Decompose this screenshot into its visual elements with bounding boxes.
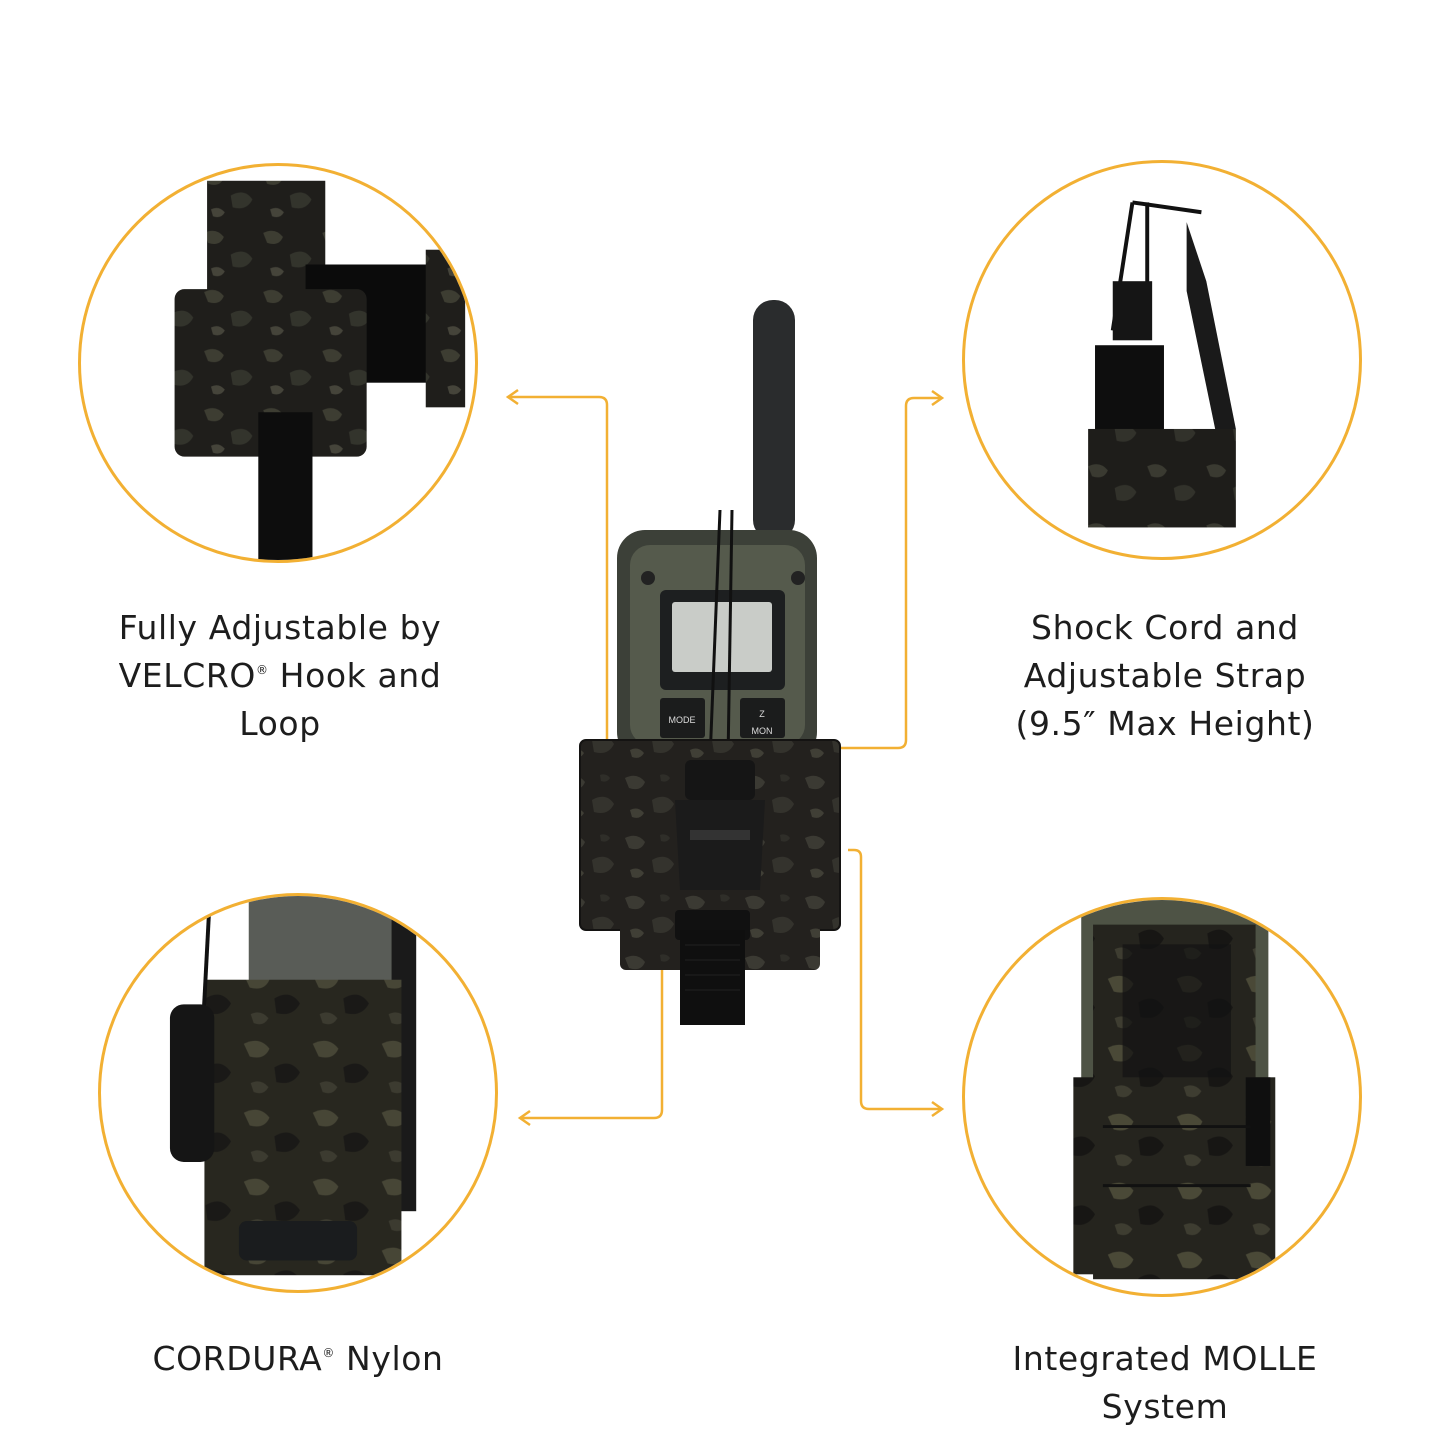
velcro-detail-circle [78, 163, 478, 563]
mon-button-label: MON [752, 726, 773, 736]
mon-button-top-label: Z [759, 709, 765, 719]
velcro-caption-line-3: Loop [239, 704, 321, 743]
molle-detail-circle [962, 897, 1362, 1297]
molle-detail-image [1073, 900, 1276, 1280]
shock-cord-caption-line-1: Shock Cord and [1031, 608, 1299, 647]
shock-cord-detail-circle [962, 160, 1362, 560]
velcro-caption-line-2-rest: Hook and [268, 656, 442, 695]
velcro-brand: VELCRO [118, 656, 256, 695]
velcro-detail-image [174, 180, 466, 560]
mode-button-label: MODE [669, 715, 696, 725]
cordura-caption-line-1: CORDURA® Nylon [98, 1335, 498, 1383]
velcro-caption: Fully Adjustable by VELCRO® Hook and Loo… [80, 604, 480, 748]
molle-caption-line-2: System [1101, 1387, 1229, 1426]
cordura-detail-image [169, 896, 417, 1276]
velcro-caption-line-2: VELCRO® Hook and [80, 652, 480, 700]
registered-mark: ® [255, 663, 269, 677]
cordura-caption-rest: Nylon [334, 1339, 444, 1378]
velcro-caption-line-1: Fully Adjustable by [118, 608, 442, 647]
shock-cord-caption-line-3: (9.5″ Max Height) [1015, 704, 1315, 743]
molle-caption-line-1: Integrated MOLLE [1012, 1339, 1318, 1378]
cordura-brand: CORDURA [152, 1339, 323, 1378]
registered-mark: ® [322, 1346, 335, 1360]
cordura-detail-circle [98, 893, 498, 1293]
shock-cord-caption-line-2: Adjustable Strap [1023, 656, 1307, 695]
shock-cord-detail-image [1088, 200, 1236, 528]
molle-caption: Integrated MOLLE System [965, 1335, 1365, 1431]
shock-cord-caption: Shock Cord and Adjustable Strap (9.5″ Ma… [965, 604, 1365, 748]
radio-pouch-product-image: MODE Z MON [579, 300, 841, 1025]
cordura-caption: CORDURA® Nylon [98, 1335, 498, 1383]
